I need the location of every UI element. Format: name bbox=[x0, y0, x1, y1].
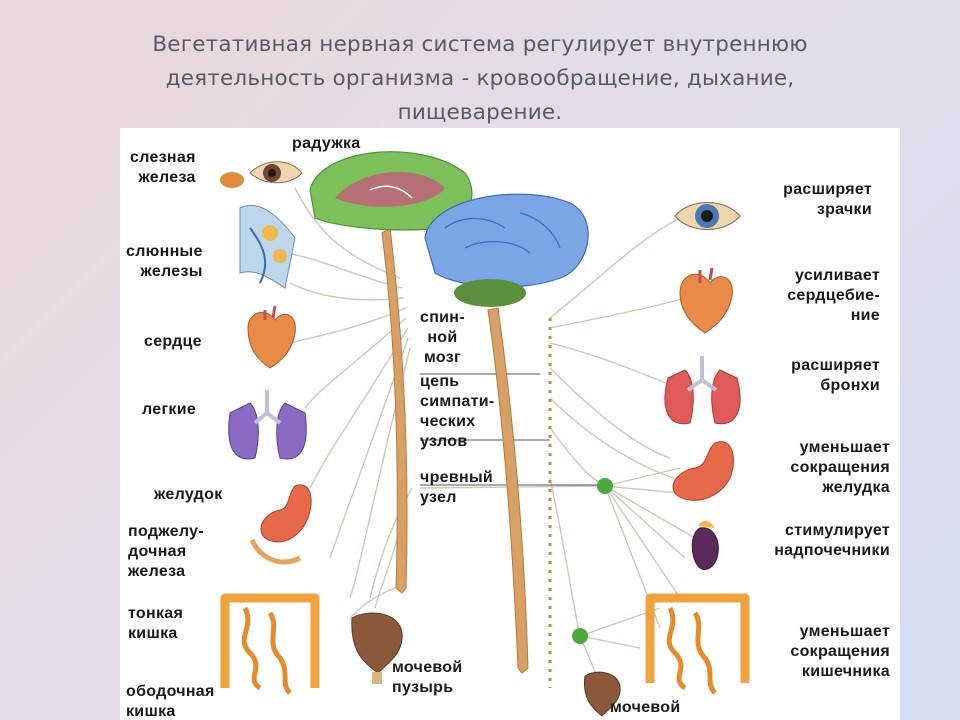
organs-right bbox=[583, 202, 750, 717]
celiac-ganglion bbox=[597, 478, 613, 494]
label-colon: ободочная кишка bbox=[126, 683, 215, 720]
stomach-left-icon bbox=[249, 484, 312, 565]
lower-ganglion bbox=[572, 628, 588, 644]
label-reduces-stomach-contractions: уменьшает сокращения желудка bbox=[790, 439, 890, 496]
title-line-3: пищеварение. bbox=[397, 100, 563, 125]
heart-right-icon bbox=[679, 267, 733, 334]
title-line-2: деятельность организма - кровообращение,… bbox=[165, 66, 795, 91]
label-dilates-bronchi: расширяет бронхи bbox=[791, 357, 880, 394]
label-iris: радужка bbox=[292, 135, 361, 152]
label-dilates-pupils: расширяет зрачки bbox=[783, 181, 872, 218]
organs-left bbox=[220, 161, 403, 695]
label-sympathetic-chain: цепь симпати- ческих узлов bbox=[420, 373, 495, 450]
label-salivary-glands: слюнные железы bbox=[126, 243, 203, 280]
intestine-left-icon bbox=[220, 593, 320, 695]
label-stomach: желудок bbox=[154, 486, 223, 503]
title-line-1: Вегетативная нервная система регулирует … bbox=[152, 32, 808, 57]
label-celiac-ganglion: чревный узел bbox=[420, 469, 494, 506]
label-reduces-intestine-contractions: уменьшает сокращения кишечника bbox=[790, 623, 890, 680]
slide-title: Вегетативная нервная система регулирует … bbox=[0, 28, 960, 130]
bladder-right-icon bbox=[583, 671, 621, 717]
nervous-system-diagram: слезная железа радужка слюнные железы се… bbox=[120, 128, 900, 720]
label-increases-heartbeat: усиливает сердцебие- ние bbox=[787, 267, 880, 324]
label-heart: сердце bbox=[144, 333, 202, 350]
label-bladder-left: мочевой пузырь bbox=[392, 659, 463, 696]
brain-right bbox=[424, 193, 589, 307]
spinal-cord-left bbox=[381, 227, 408, 594]
brain-left bbox=[309, 151, 473, 231]
stomach-right-icon bbox=[672, 441, 734, 501]
eye-left-icon bbox=[220, 161, 303, 188]
label-tear-gland: слезная железа bbox=[130, 149, 196, 186]
lungs-left-icon bbox=[228, 390, 307, 460]
label-small-intestine: тонкая кишка bbox=[128, 605, 184, 642]
label-pancreas: поджелу- дочная железа bbox=[128, 523, 204, 580]
heart-left-icon bbox=[247, 305, 296, 369]
label-stimulates-adrenal: стимулирует надпочечники bbox=[774, 522, 890, 559]
lungs-right-icon bbox=[664, 356, 741, 425]
diagram-illustration bbox=[220, 151, 750, 717]
label-spinal-cord: спин- ной мозг bbox=[420, 309, 465, 366]
label-lungs: легкие bbox=[142, 401, 197, 418]
label-bladder-right: мочевой bbox=[610, 699, 681, 716]
eye-right-icon bbox=[674, 202, 741, 230]
salivary-glands-icon bbox=[239, 204, 296, 289]
spinal-cord-right bbox=[487, 307, 529, 674]
bladder-left-icon bbox=[351, 612, 403, 684]
intestine-right-icon bbox=[645, 593, 750, 695]
adrenal-icon bbox=[691, 520, 719, 570]
